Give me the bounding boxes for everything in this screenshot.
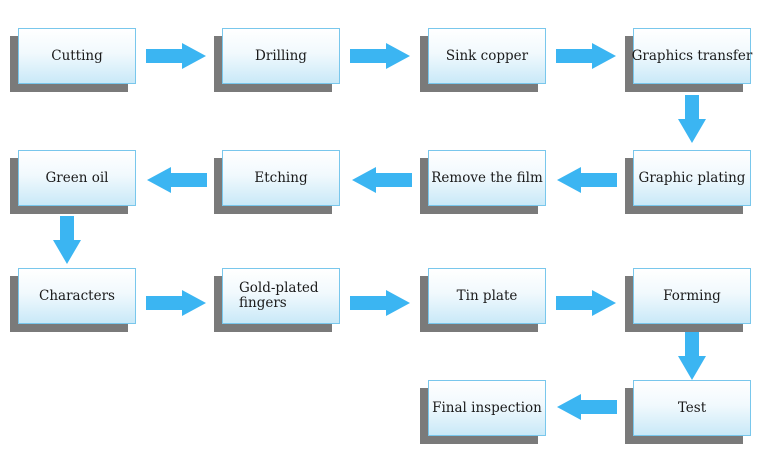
step-box: Graphics transfer <box>631 28 753 84</box>
step-green-oil: Green oil <box>10 150 136 214</box>
arrow-right-icon <box>146 290 206 316</box>
step-box: Forming <box>633 268 751 324</box>
step-remove-the-film: Remove the film <box>420 150 546 214</box>
step-box: Green oil <box>18 150 136 206</box>
arrow-right-icon <box>350 290 410 316</box>
step-label: Etching <box>254 169 308 186</box>
step-label: Final inspection <box>432 399 542 416</box>
step-label: Test <box>677 399 707 416</box>
arrow-right-icon <box>556 43 616 69</box>
step-box: Gold-plated fingers <box>222 268 340 324</box>
step-gold-plated-fingers: Gold-plated fingers <box>214 268 340 332</box>
step-forming: Forming <box>625 268 751 332</box>
step-label: Characters <box>39 287 115 304</box>
step-box: Cutting <box>18 28 136 84</box>
step-box: Sink copper <box>428 28 546 84</box>
step-etching: Etching <box>214 150 340 214</box>
step-label: Cutting <box>51 47 103 64</box>
step-label: Drilling <box>255 47 307 64</box>
arrow-down-icon <box>53 216 81 264</box>
step-graphics-transfer: Graphics transfer <box>625 28 753 92</box>
step-sink-copper: Sink copper <box>420 28 546 92</box>
step-tin-plate: Tin plate <box>420 268 546 332</box>
step-label: Remove the film <box>431 169 543 186</box>
arrow-right-icon <box>350 43 410 69</box>
step-box: Test <box>633 380 751 436</box>
step-label: Tin plate <box>456 287 518 304</box>
step-test: Test <box>625 380 751 444</box>
step-characters: Characters <box>10 268 136 332</box>
step-box: Remove the film <box>428 150 546 206</box>
arrow-left-icon <box>557 167 617 193</box>
step-box: Drilling <box>222 28 340 84</box>
step-label: Forming <box>663 287 721 304</box>
arrow-left-icon <box>147 167 207 193</box>
step-cutting: Cutting <box>10 28 136 92</box>
arrow-down-icon <box>678 332 706 380</box>
arrow-down-icon <box>678 95 706 143</box>
step-box: Graphic plating <box>633 150 751 206</box>
step-graphic-plating: Graphic plating <box>625 150 751 214</box>
step-label: Gold-plated fingers <box>239 280 319 311</box>
arrow-right-icon <box>556 290 616 316</box>
step-final-inspection: Final inspection <box>420 380 546 444</box>
arrow-right-icon <box>146 43 206 69</box>
step-box: Characters <box>18 268 136 324</box>
arrow-left-icon <box>557 394 617 420</box>
arrow-left-icon <box>352 167 412 193</box>
step-label: Graphics transfer <box>631 47 753 64</box>
step-box: Tin plate <box>428 268 546 324</box>
step-box: Etching <box>222 150 340 206</box>
step-label: Green oil <box>45 169 109 186</box>
step-drilling: Drilling <box>214 28 340 92</box>
step-label: Sink copper <box>445 47 529 64</box>
step-box: Final inspection <box>428 380 546 436</box>
step-label: Graphic plating <box>638 169 746 186</box>
